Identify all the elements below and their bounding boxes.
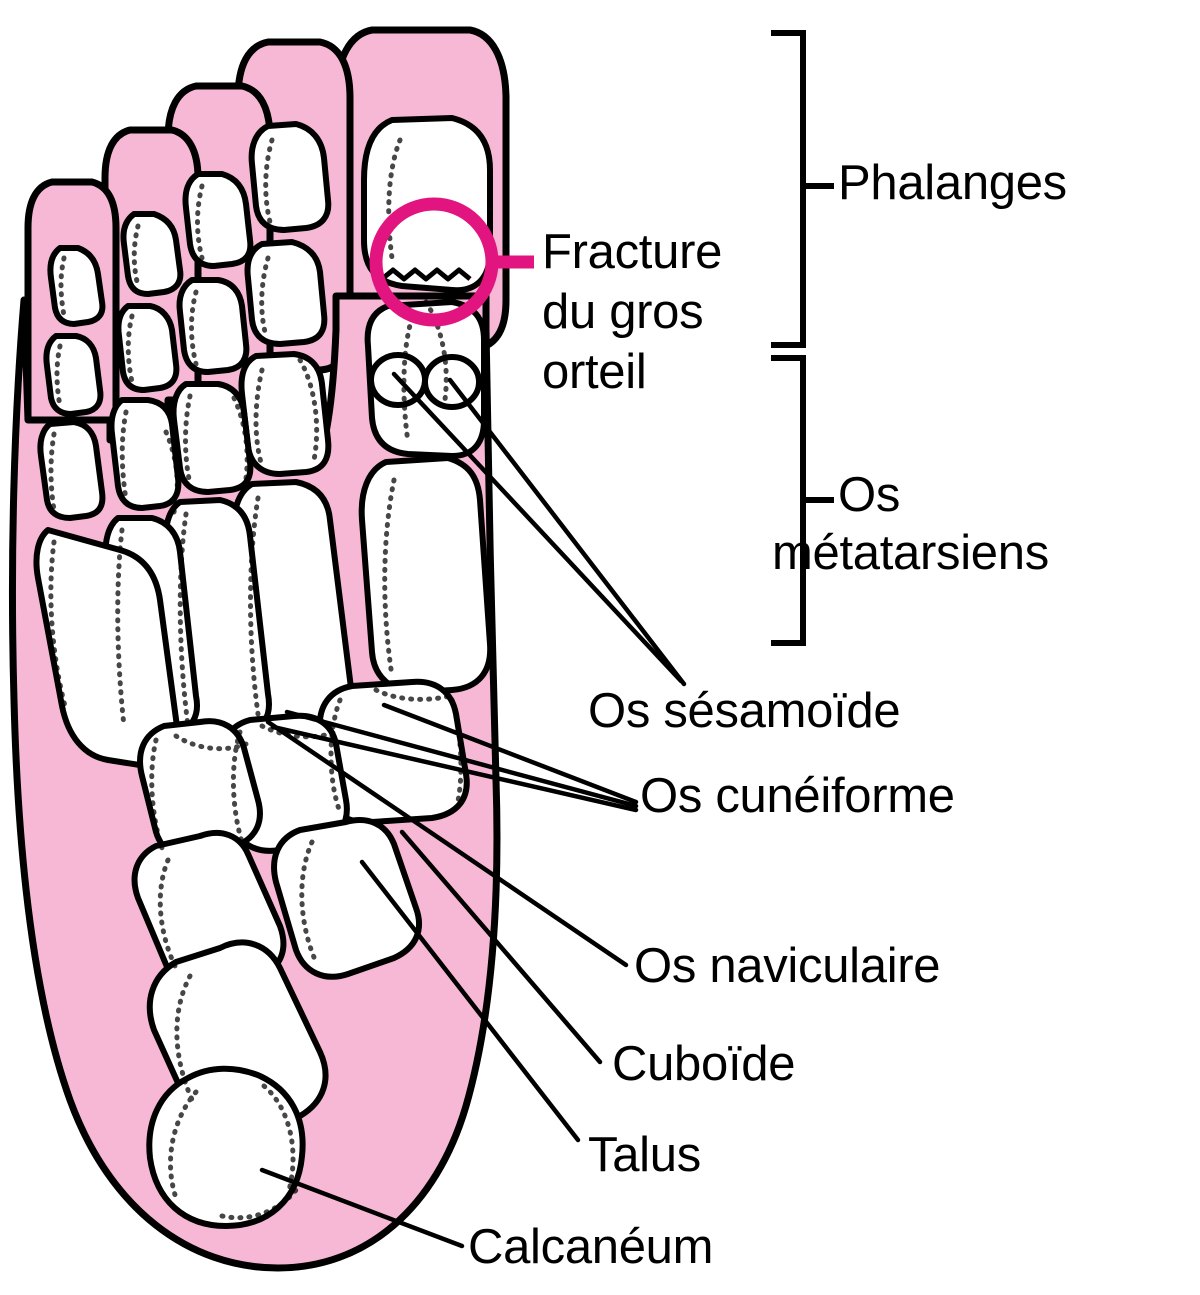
bone-toe3-proximal-phalanx [170,381,254,495]
bone-metatarsal-1 [358,455,494,695]
bone-stipple-shading [48,137,464,1221]
bone-toe4-proximal-phalanx [108,397,182,511]
callout-label-fracture-line1: Fracture [542,225,723,279]
callout-label-fracture-line3: orteil [542,345,647,399]
callout-label-cuneiforme: Os cunéiforme [640,769,955,823]
bone-calcaneus [146,1065,306,1229]
callout-label-naviculaire: Os naviculaire [634,939,941,993]
leader-cuneiform-2 [270,724,639,813]
bone-cuboid [271,817,422,980]
leader-cuboid [399,829,603,1065]
leader-cuneiform-3 [381,702,639,805]
leader-lines [259,371,687,1249]
leader-sesamoid-2 [447,377,687,687]
leader-calcaneum [259,1167,465,1249]
foot-skeleton [33,115,494,1229]
bone-toe2-distal-phalanx [248,121,332,233]
leader-sesamoid-1 [391,371,684,684]
bone-toe3-distal-phalanx [182,171,254,269]
bracket-label-metatarsiens-line2: métatarsiens [772,526,1049,580]
bone-toe5-proximal-phalanx [37,419,106,521]
callout-label-talus: Talus [588,1128,701,1182]
leader-navicular [265,719,629,968]
callout-label-fracture-line2: du gros [542,285,704,339]
leader-cuneiform-1 [284,709,639,809]
bracket-label-metatarsiens-line1: Os [838,468,901,522]
callout-label-sesamoide: Os sésamoïde [588,684,901,738]
bone-toe3-middle-phalanx [176,277,250,375]
bone-toe4-middle-phalanx [115,303,180,393]
callout-label-calcaneum: Calcanéum [468,1220,714,1274]
fracture-line [370,267,472,282]
leader-talus [359,859,581,1143]
bone-toe5-distal-phalanx [47,245,106,327]
fracture-highlight[interactable] [369,197,534,327]
bone-toe5-middle-phalanx [43,333,104,417]
bone-toe2-middle-phalanx [244,239,328,347]
bracket-label-phalanges: Phalanges [838,156,1067,210]
group-brackets [771,30,834,646]
bone-toe2-proximal-phalanx [238,351,332,477]
callout-label-cuboide: Cuboïde [612,1037,796,1091]
bracket-metatarsiens [771,355,834,646]
bracket-phalanges [771,30,834,348]
